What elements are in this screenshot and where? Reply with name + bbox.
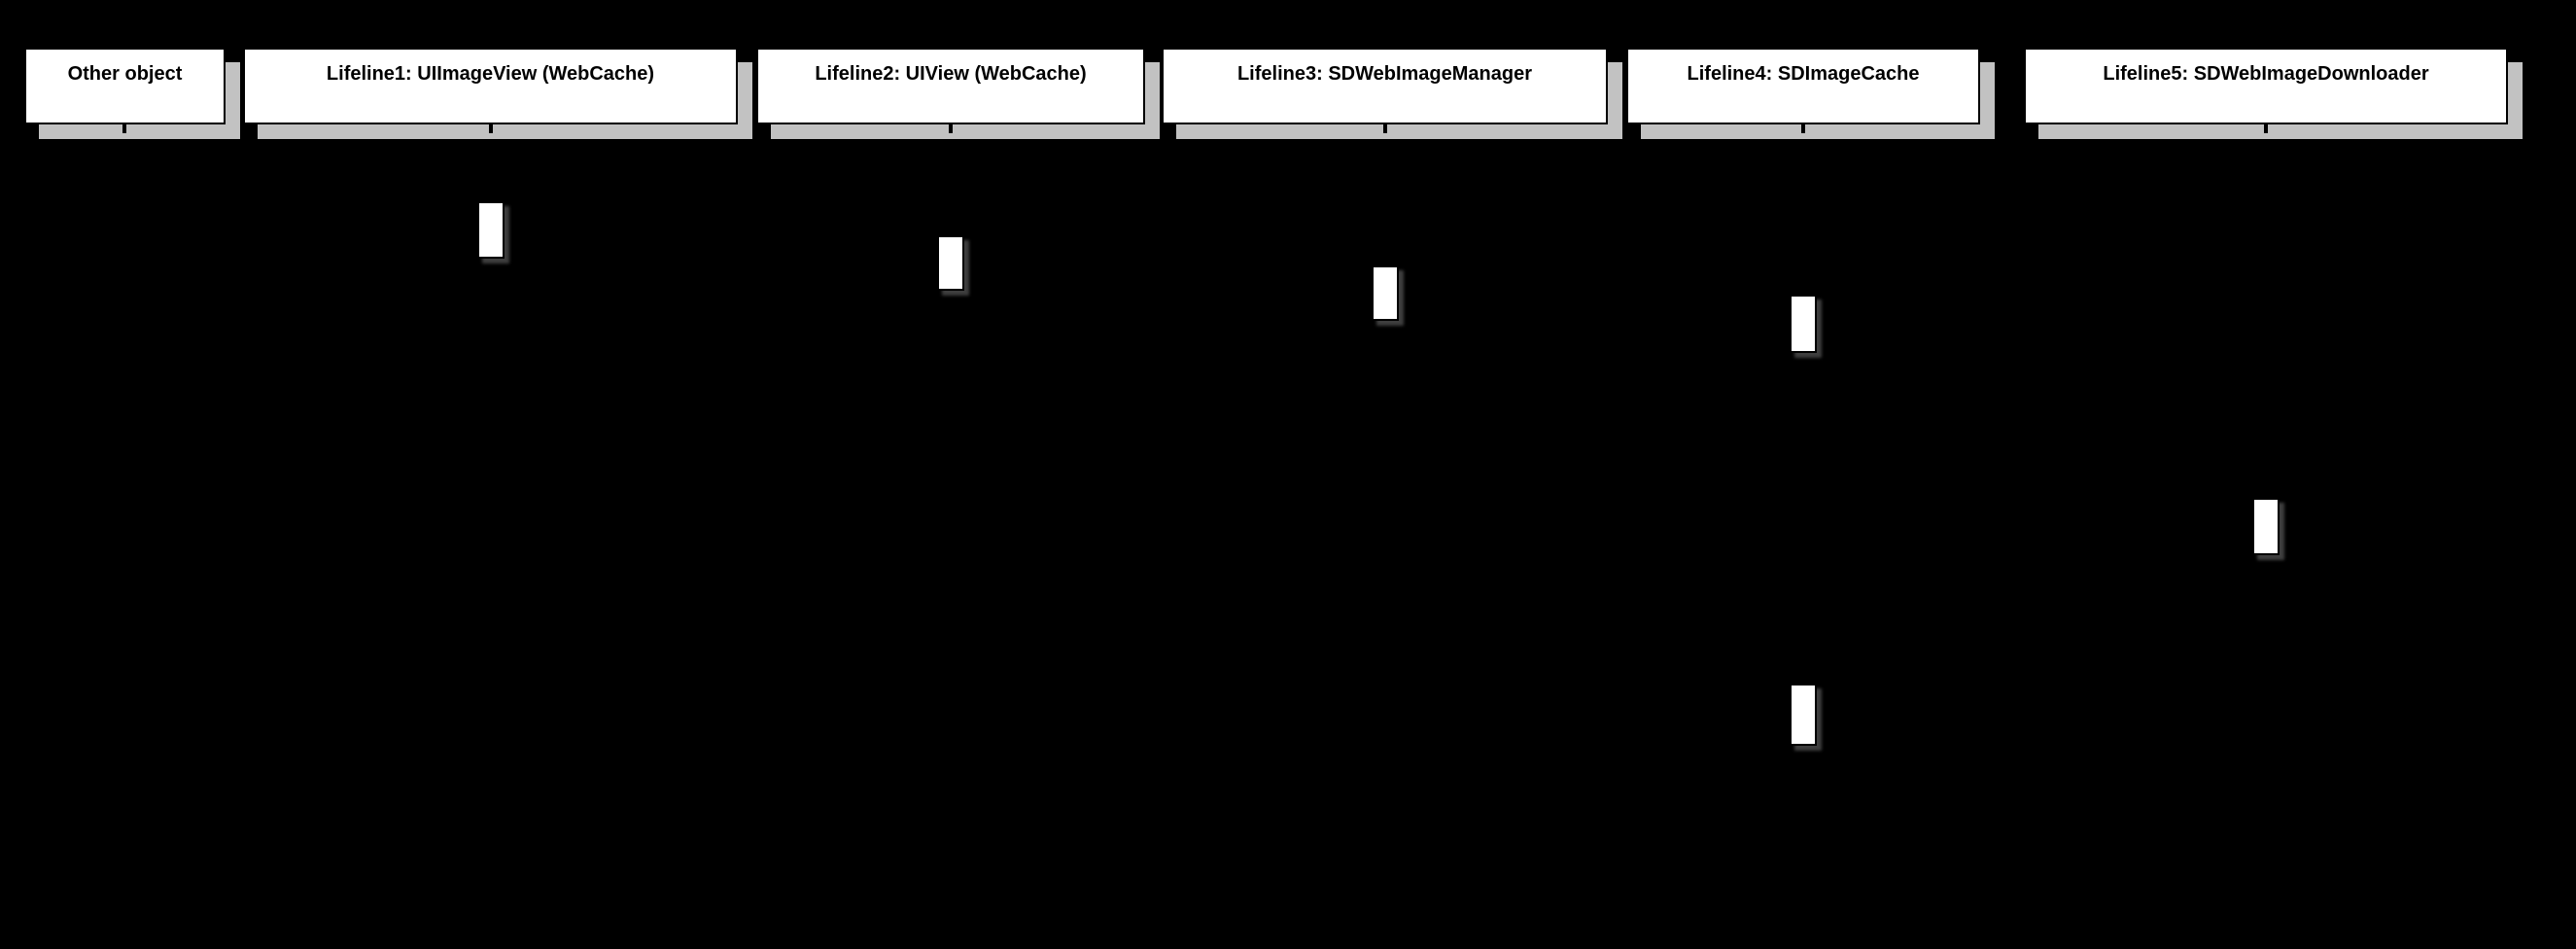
activation-bar xyxy=(1790,684,1817,746)
lifeline-dashed-line xyxy=(1383,124,1387,924)
lifeline-head-shadow xyxy=(1176,62,1622,139)
lifeline-dashed-line xyxy=(1801,124,1805,924)
lifeline-label: Lifeline5: SDWebImageDownloader xyxy=(2103,63,2429,85)
lifeline-dashed-line xyxy=(2264,124,2268,924)
lifeline-label: Lifeline2: UIView (WebCache) xyxy=(815,63,1087,85)
lifeline-head-box-lifeline3: Lifeline3: SDWebImageManager xyxy=(1162,48,1608,124)
lifeline-dashed-line xyxy=(949,124,953,924)
lifeline-head-box-lifeline1: Lifeline1: UIImageView (WebCache) xyxy=(243,48,738,124)
lifeline-head-shadow xyxy=(771,62,1160,139)
activation-bar xyxy=(1790,295,1817,353)
lifeline-label: Other object xyxy=(67,63,183,85)
lifeline-label: Lifeline4: SDImageCache xyxy=(1687,63,1920,85)
lifeline-head-shadow xyxy=(258,62,752,139)
lifeline-head-shadow xyxy=(1641,62,1995,139)
lifeline-dashed-line xyxy=(122,124,126,924)
lifeline-head-box-lifeline5: Lifeline5: SDWebImageDownloader xyxy=(2024,48,2508,124)
lifeline-label: Lifeline3: SDWebImageManager xyxy=(1236,63,1533,85)
activation-bar xyxy=(1372,265,1399,321)
lifeline-head-shadow xyxy=(39,62,240,139)
lifeline-head-box-other-object: Other object xyxy=(24,48,226,124)
activation-bar xyxy=(477,201,505,259)
lifeline-head-shadow xyxy=(2038,62,2523,139)
lifeline-dashed-line xyxy=(489,124,493,924)
activation-bar xyxy=(937,235,964,291)
lifeline-head-box-lifeline2: Lifeline2: UIView (WebCache) xyxy=(756,48,1145,124)
lifeline-head-box-lifeline4: Lifeline4: SDImageCache xyxy=(1626,48,1980,124)
lifeline-label: Lifeline1: UIImageView (WebCache) xyxy=(326,63,655,85)
activation-bar xyxy=(2252,498,2280,555)
